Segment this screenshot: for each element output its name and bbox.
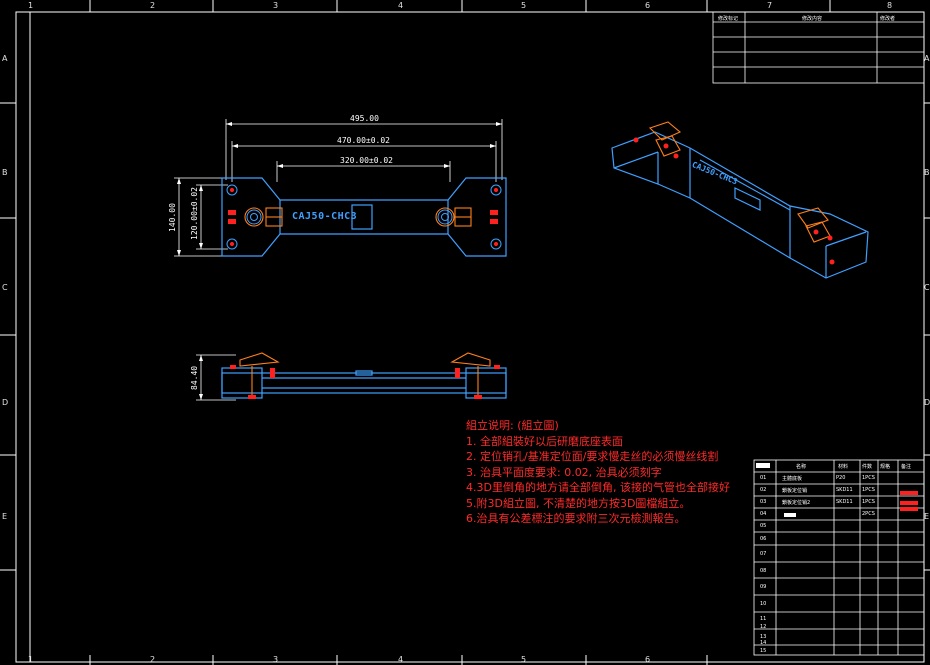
bom-highlight-bars: [900, 491, 918, 511]
top-view-clamp-components: [244, 207, 472, 227]
note-item: 6.治具有公差標注的要求附三次元檢測報告。: [466, 512, 686, 525]
zone-label-right: E: [924, 512, 930, 521]
zone-label-top: 8: [887, 1, 893, 10]
bom-row-no: 13: [760, 634, 767, 640]
zone-label-top: 6: [645, 1, 651, 10]
front-view: [196, 352, 507, 401]
bom-row-no: 12: [760, 624, 767, 630]
bom-row-name: 鎖板定位销: [782, 488, 808, 494]
dim-pin-span: 470.00±0.02: [337, 136, 390, 145]
dimension-arrows: [177, 122, 502, 256]
assembly-notes: 組立说明: (組立圖) 1. 全部組裝好以后研磨底座表面 2. 定位销孔/基准定…: [466, 418, 730, 527]
zone-label-top: 1: [28, 1, 34, 10]
dim-height: 140.00: [168, 203, 177, 232]
dim-overall-length: 495.00: [350, 114, 379, 123]
notes-title: 組立说明: (組立圖): [466, 419, 559, 432]
zone-label-top: 5: [521, 1, 527, 10]
bom-row-material: SKD11: [836, 499, 853, 505]
bom-filled-cells: [756, 463, 796, 517]
revision-header: 修改内容: [802, 16, 823, 22]
zone-label-bottom: 6: [645, 655, 651, 664]
zone-label-right: A: [924, 54, 930, 63]
bom-row-no: 09: [760, 584, 767, 590]
revision-table: [712, 11, 925, 84]
top-view-dimensions: [174, 119, 503, 257]
revision-header: 修改标记: [718, 16, 739, 22]
dim-pin-height: 120.00±0.02: [190, 187, 199, 240]
bom-row-material: SKD11: [836, 487, 853, 493]
zone-label-bottom: 1: [28, 655, 34, 664]
zone-label-right: B: [924, 168, 930, 177]
bom-row-qty: 2PCS: [862, 511, 875, 517]
bom-row-name: 鎖板定位销2: [782, 500, 811, 506]
bom-header: 件数: [862, 464, 873, 470]
bom-row-qty: 1PCS: [862, 487, 875, 493]
zone-label-top: 2: [150, 1, 156, 10]
bom-row-qty: 1PCS: [862, 475, 875, 481]
zone-label-left: E: [2, 512, 8, 521]
zone-label-left: B: [2, 168, 8, 177]
bom-header: 名称: [796, 464, 807, 470]
bom-row-no: 02: [760, 487, 767, 493]
front-view-dimensions: [196, 354, 236, 401]
zone-label-bottom: 3: [273, 655, 279, 664]
zone-label-top: 3: [273, 1, 279, 10]
zone-label-right: C: [924, 283, 930, 292]
zone-label-top: 4: [398, 1, 404, 10]
front-view-red-parts: [230, 365, 500, 399]
note-item: 5.附3D組立圖, 不清楚的地方按3D圖檔組立。: [466, 496, 691, 510]
bom-row-no: 08: [760, 568, 767, 574]
bom-row-no: 10: [760, 601, 767, 607]
note-item: 3. 治具平面度要求: 0.02, 治具必须刻字: [466, 465, 662, 479]
top-view-part-label: CAJ50-CHC3: [292, 211, 358, 222]
note-item: 4.3D里倒角的地方请全部倒角, 该接的气管也全部接好: [466, 481, 730, 494]
top-view-holes: [226, 184, 502, 250]
iso-red-parts: [633, 137, 835, 265]
bom-row-no: 04: [760, 511, 767, 517]
bom-row-qty: 1PCS: [862, 499, 875, 505]
front-view-arrows: [199, 355, 203, 400]
dim-inner-span: 320.00±0.02: [340, 156, 393, 165]
zone-label-bottom: 5: [521, 655, 527, 664]
bom-row-no: 11: [760, 616, 767, 622]
bom-row-name: 主體底板: [782, 476, 803, 482]
zone-label-left: D: [2, 398, 9, 407]
zone-label-top: 7: [767, 1, 773, 10]
dim-front-height: 84.40: [190, 365, 199, 390]
zone-label-bottom: 2: [150, 655, 156, 664]
note-item: 2. 定位销孔/基准定位面/要求慢走丝的必须慢丝线割: [466, 450, 719, 463]
revision-header: 修改者: [880, 16, 896, 22]
bom-row-no: 07: [760, 551, 767, 557]
front-view-part-outline: [221, 367, 507, 399]
bom-row-no: 05: [760, 523, 767, 529]
bom-table: [753, 459, 925, 656]
top-view-red-pins: [228, 188, 498, 246]
bom-header: 规格: [880, 464, 891, 470]
zone-label-bottom: 4: [398, 655, 404, 664]
note-item: 1. 全部組裝好以后研磨底座表面: [466, 434, 623, 448]
iso-view: [611, 121, 869, 279]
bom-row-no: 03: [760, 499, 767, 505]
bom-row-material: P20: [836, 475, 846, 481]
zone-label-left: C: [2, 283, 8, 292]
top-view: [174, 119, 507, 257]
bom-row-no: 14: [760, 640, 767, 646]
bom-row-no: 06: [760, 536, 767, 542]
front-view-clamps: [239, 352, 491, 398]
bom-row-no: 15: [760, 648, 767, 654]
zone-label-right: D: [924, 398, 930, 407]
zone-label-left: A: [2, 54, 8, 63]
bom-row-no: 01: [760, 475, 767, 481]
bom-header: 材料: [838, 464, 849, 470]
bom-header: 备注: [901, 464, 912, 470]
iso-part-outline: [611, 131, 869, 279]
